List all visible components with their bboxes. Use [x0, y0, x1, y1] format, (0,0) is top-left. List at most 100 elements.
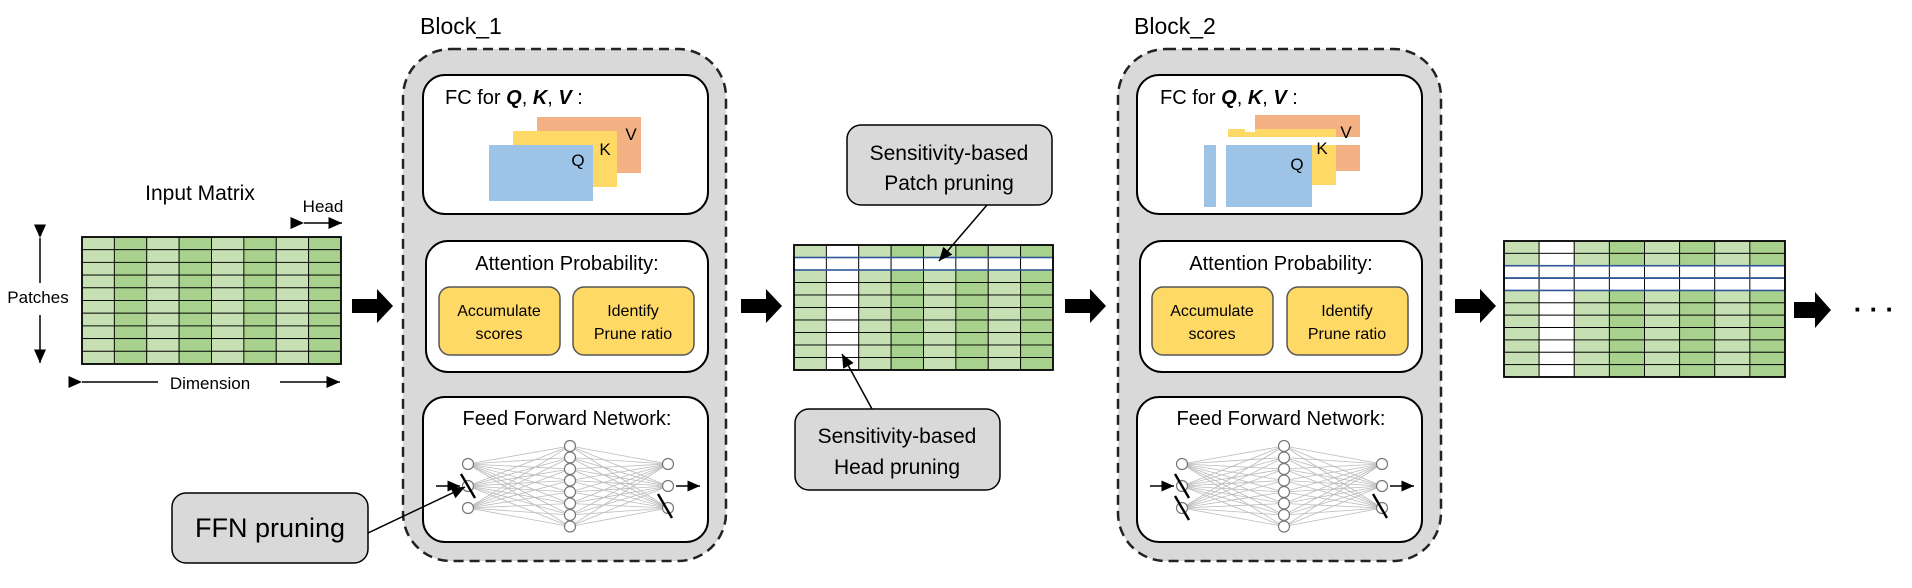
matrix-cell: [1679, 327, 1716, 341]
matrix-cell: [1714, 302, 1751, 316]
matrix-cell: [1573, 351, 1610, 366]
matrix-cell: [211, 350, 245, 365]
matrix-cell: [243, 236, 277, 251]
ffn-neuron: [563, 497, 577, 510]
matrix-cell: [858, 244, 892, 258]
pruned-neuron-slash: [1173, 495, 1191, 521]
matrix-cell: [243, 287, 277, 301]
pruned-matrix-after-block-1: [793, 244, 1054, 371]
matrix-cell: [1503, 339, 1540, 353]
matrix-cell: [211, 287, 245, 301]
matrix-cell: [1020, 257, 1054, 271]
matrix-cell: [1714, 277, 1751, 291]
ffn-neuron: [1375, 479, 1389, 493]
matrix-cell: [1714, 314, 1751, 328]
matrix-cell: [146, 350, 180, 365]
head-pruning-box: [794, 408, 1001, 491]
matrix-cell: [81, 350, 115, 365]
matrix-cell: [1749, 252, 1786, 267]
block-2-accumulate-line2: scores: [1188, 326, 1235, 343]
matrix-cell: [1608, 314, 1645, 328]
ffn-neuron: [461, 501, 475, 515]
matrix-cell: [987, 357, 1022, 371]
matrix-cell: [793, 319, 827, 333]
matrix-cell: [1608, 364, 1645, 378]
matrix-cell: [955, 332, 989, 346]
matrix-cell: [243, 249, 277, 263]
matrix-cell: [211, 236, 245, 251]
matrix-cell: [146, 287, 180, 301]
matrix-cell: [1644, 290, 1681, 304]
matrix-cell: [1538, 351, 1575, 366]
matrix-cell: [211, 249, 245, 263]
matrix-cell: [858, 357, 892, 371]
matrix-cell: [1538, 327, 1575, 341]
ffn-neuron: [563, 520, 577, 533]
matrix-cell: [211, 325, 245, 340]
matrix-cell: [825, 332, 860, 346]
matrix-cell: [211, 274, 245, 289]
matrix-cell: [1749, 314, 1786, 328]
matrix-cell: [1020, 244, 1054, 258]
matrix-cell: [793, 257, 827, 271]
matrix-cell: [858, 307, 892, 321]
ffn-neuron: [1175, 457, 1189, 471]
matrix-cell: [211, 338, 245, 352]
matrix-cell: [987, 257, 1022, 271]
matrix-cell: [1538, 265, 1575, 279]
matrix-cell: [81, 261, 115, 276]
block-2-pruned-col-gap-k: [1245, 112, 1255, 132]
matrix-cell: [1714, 252, 1751, 267]
matrix-cell: [1020, 294, 1054, 308]
matrix-cell: [275, 274, 310, 289]
block-2-q-letter: Q: [1290, 155, 1303, 174]
block-2-pruned-col-gap: [1216, 125, 1226, 210]
matrix-cell: [1644, 339, 1681, 353]
matrix-cell: [923, 357, 957, 371]
matrix-cell: [1608, 240, 1645, 254]
matrix-cell: [987, 307, 1022, 321]
matrix-cell: [987, 332, 1022, 346]
matrix-cell: [1608, 302, 1645, 316]
matrix-border: [81, 236, 342, 365]
matrix-cell: [987, 319, 1022, 333]
matrix-cell: [1538, 364, 1575, 378]
matrix-cell: [793, 332, 827, 346]
continuation-ellipsis: · · ·: [1854, 294, 1894, 324]
matrix-cell: [1573, 240, 1610, 254]
block-2-ffn-network: [1150, 439, 1414, 533]
matrix-cell: [955, 269, 989, 283]
flow-arrow-1: [352, 289, 393, 323]
matrix-cell: [1749, 339, 1786, 353]
matrix-cell: [146, 261, 180, 276]
matrix-cell: [1020, 282, 1054, 296]
head-pruning-line2: Head pruning: [834, 456, 960, 479]
matrix-cell: [113, 261, 148, 276]
head-pruning-pointer: [841, 353, 873, 410]
matrix-cell: [1714, 364, 1751, 378]
block-1-identify-prune-ratio: [572, 286, 695, 356]
matrix-cell: [1538, 290, 1575, 304]
matrix-cell: [178, 287, 212, 301]
matrix-cell: [1538, 277, 1575, 291]
matrix-cell: [178, 350, 212, 365]
block-1-ffn-title: Feed Forward Network:: [463, 408, 672, 430]
patch-pruning-line1: Sensitivity-based: [870, 142, 1029, 165]
head-pruning-line1: Sensitivity-based: [818, 425, 977, 448]
ffn-neuron: [1277, 485, 1291, 499]
matrix-cell: [955, 319, 989, 333]
block-2-v-letter: V: [1340, 123, 1352, 142]
matrix-cell: [987, 294, 1022, 308]
matrix-cell: [1749, 265, 1786, 279]
matrix-cell: [243, 312, 277, 327]
matrix-cell: [1608, 252, 1645, 267]
block-2-attention-title: Attention Probability:: [1189, 253, 1372, 275]
matrix-cell: [793, 282, 827, 296]
matrix-cell: [1679, 240, 1716, 254]
matrix-cell: [858, 257, 892, 271]
matrix-cell: [1749, 302, 1786, 316]
matrix-cell: [178, 325, 212, 340]
matrix-cell: [1608, 327, 1645, 341]
ffn-neuron: [1277, 474, 1291, 487]
